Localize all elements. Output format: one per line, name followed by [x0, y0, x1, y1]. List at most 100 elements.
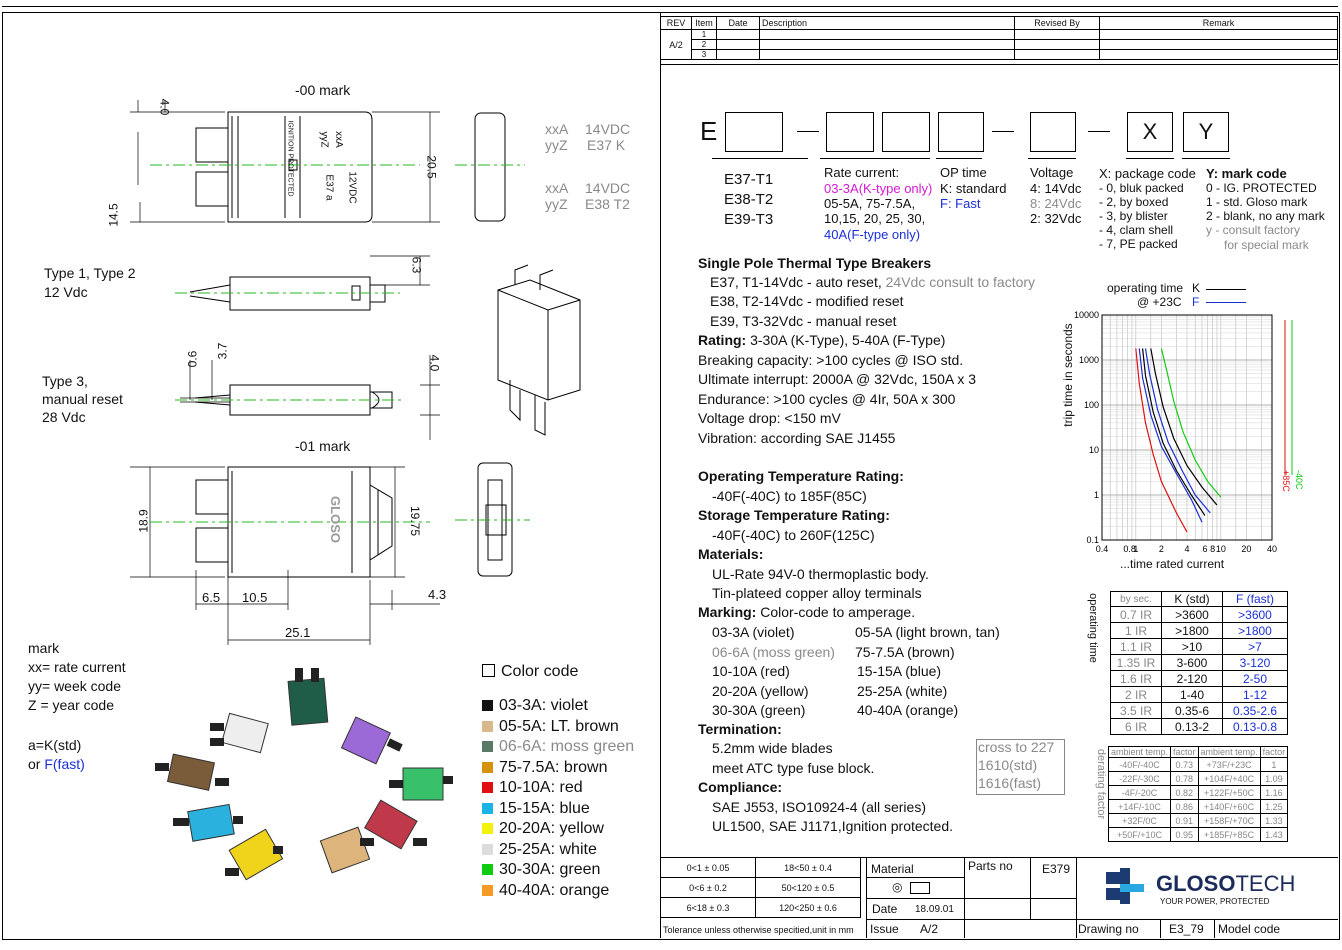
title-block-col-1	[866, 857, 867, 938]
spec-rating: Rating: 3-30A (K-Type), 5-40A (F-Type)	[698, 332, 945, 348]
trip-k: 0.13-2	[1161, 718, 1223, 735]
minus40-label: -40C	[1294, 470, 1304, 490]
cross-3: 1616(fast)	[978, 775, 1042, 791]
chart-legend-title-1: operating time	[1107, 281, 1184, 295]
breaker-photos	[155, 668, 453, 881]
marking-title-rest: Color-code to amperage.	[756, 604, 916, 620]
marking-left: 20-20A (yellow)	[712, 682, 809, 699]
color-code-label: 20-20A: yellow	[499, 820, 604, 837]
materials-title: Materials:	[698, 546, 764, 562]
trip-k: 2-120	[1161, 670, 1223, 687]
x-tick-label: 10	[1216, 544, 1226, 554]
side-view-type3	[194, 384, 393, 416]
st-temp-value: -40F(-40C) to 260F(125C)	[712, 527, 875, 543]
color-swatch	[482, 782, 493, 793]
rate-line-1: 03-3A(K-type only)	[824, 181, 933, 196]
trip-header: K (std)	[1161, 591, 1223, 607]
color-code-label: 10-10A: red	[499, 779, 583, 796]
trip-multiple: 1.6 IR	[1110, 670, 1162, 687]
termination-2: meet ATC type fuse block.	[712, 760, 875, 776]
derating-cell: 1.25	[1259, 799, 1289, 814]
body-text-xxa: xxA	[332, 131, 344, 148]
x-tick-label: 0.4	[1096, 544, 1109, 554]
x-underline	[1126, 158, 1174, 159]
op-temp-value: -40F(-40C) to 185F(85C)	[712, 488, 867, 504]
technical-drawing	[130, 100, 581, 645]
dim-18-9: 18.9	[136, 509, 151, 533]
color-code-title-text: Color code	[501, 663, 579, 680]
marking-left: 30-30A (green)	[712, 702, 806, 718]
op-f: F: Fast	[940, 196, 981, 211]
y-title: Y: mark code	[1206, 166, 1287, 181]
x-line-3: - 3, by blister	[1099, 209, 1168, 223]
chart-legend-k-line	[1206, 289, 1246, 290]
marking-right: 40-40A (orange)	[857, 702, 959, 718]
end-view-top	[474, 112, 506, 222]
color-swatch	[482, 720, 493, 732]
breaker-yellow	[228, 828, 284, 881]
mark-xx: xx= rate current	[28, 659, 126, 675]
revision-table: REV Item Date Description Revised By Rem…	[660, 16, 1338, 60]
breaker-white	[221, 712, 269, 754]
rate-line-3: 10,15, 20, 25, 30,	[824, 211, 926, 226]
volt-line-3: 2: 32Vdc	[1030, 211, 1082, 226]
derating-cell: +140F/+60C	[1197, 799, 1261, 814]
color-swatch	[482, 884, 493, 896]
trip-f: 2-50	[1222, 670, 1288, 687]
mark-00-label: -00 mark	[295, 82, 351, 98]
chart-x-label: ...time rated current	[1120, 557, 1225, 571]
derating-header: ambient temp.	[1197, 746, 1261, 758]
mark-01-label: -01 mark	[295, 438, 351, 454]
color-code-item: 10-10A: red	[482, 779, 583, 797]
derating-cell: +32F/0C	[1107, 813, 1172, 828]
derating-header: factor	[1170, 746, 1199, 758]
y-tick-label: 10000	[1074, 310, 1099, 320]
y-line-3: 2 - blank, no any mark	[1206, 209, 1325, 223]
trip-multiple: 1 IR	[1110, 622, 1162, 639]
trip-f: 0.35-2.6	[1222, 702, 1288, 719]
x-tick-label: 8	[1210, 544, 1215, 554]
spec-e38: E38, T2-14Vdc - modified reset	[710, 293, 904, 309]
trip-k: >3600	[1161, 606, 1223, 623]
color-swatch	[482, 864, 493, 875]
breaker-brown	[166, 753, 216, 791]
drawing-border	[2, 12, 1340, 940]
y-line-1: 0 - IG. PROTECTED	[1206, 181, 1317, 195]
breaker-blue	[187, 803, 235, 842]
x-line-2: - 2, by boxed	[1099, 195, 1169, 209]
series-3: E39-T3	[724, 211, 774, 228]
color-code-item: 20-20A: yellow	[482, 820, 604, 838]
title-block-row-3	[866, 919, 1338, 920]
symbol-cone-icon	[910, 882, 930, 894]
code-box-2	[826, 112, 874, 152]
x-tick-label: 1	[1133, 544, 1138, 554]
trip-k: >10	[1161, 638, 1223, 655]
marking-right: 25-25A (white)	[857, 682, 948, 699]
rev-value: A/2	[660, 29, 692, 60]
item-1: 1	[691, 29, 717, 40]
color-swatch	[482, 741, 493, 752]
compliance-1: SAE J553, ISO10924-4 (all series)	[712, 799, 926, 815]
body-text-yyz: yyZ	[318, 131, 330, 148]
code-box-y: Y	[1183, 112, 1229, 152]
derating-cell: 1.43	[1259, 827, 1289, 842]
y-tick-label: 1000	[1079, 355, 1099, 365]
x-tick-label: 4	[1184, 544, 1189, 554]
marking-right: 75-7.5A (brown)	[855, 643, 955, 660]
trip-multiple: 6 IR	[1110, 718, 1162, 735]
code-prefix-e: E	[700, 116, 718, 146]
tolerance-cell: 120<250 ± 0.6	[755, 897, 861, 918]
material-label: Material	[871, 862, 914, 876]
cross-2: 1610(std)	[978, 757, 1038, 773]
marking-title: Marking: Color-code to amperage.	[698, 604, 915, 620]
termination-title: Termination:	[698, 721, 782, 737]
revised-by-header: Revised By	[1014, 16, 1100, 30]
trip-f: 3-120	[1222, 654, 1288, 671]
trip-f: 0.13-0.8	[1222, 718, 1288, 735]
body-text-e37: E37 a	[323, 174, 335, 201]
breaker-tan	[319, 826, 371, 874]
chart-legend-f-line	[1206, 302, 1246, 303]
derating-cell: +185F/+85C	[1197, 827, 1261, 842]
